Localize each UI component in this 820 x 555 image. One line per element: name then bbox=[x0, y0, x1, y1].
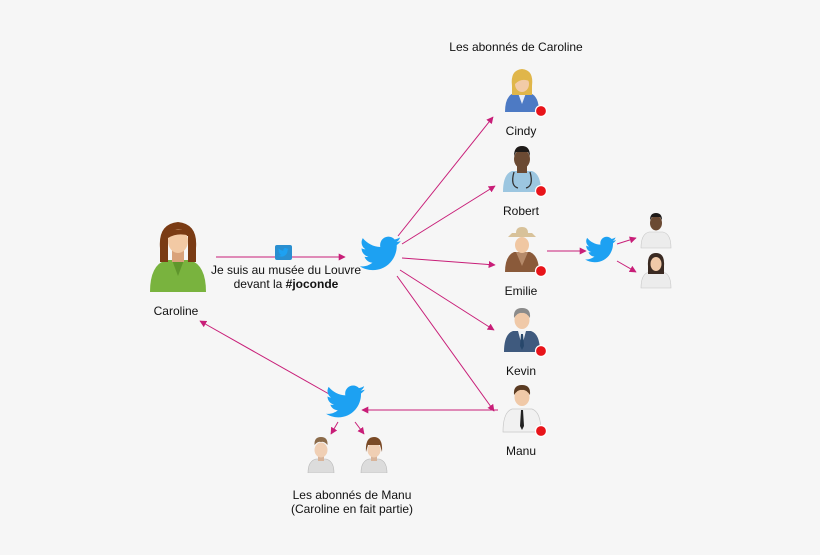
arrow-to-robert bbox=[401, 185, 496, 245]
emilie-status-dot-icon bbox=[534, 264, 548, 278]
arrow-to-emilie bbox=[401, 257, 496, 269]
robert-status-dot-icon bbox=[534, 184, 548, 198]
arrow-bird-to-caroline bbox=[199, 320, 330, 395]
caroline-followers-title: Les abonnés de Caroline bbox=[449, 40, 583, 54]
manu-follower-avatar-icon-2 bbox=[360, 437, 388, 473]
arrow-bird-to-manu-follower-right bbox=[354, 421, 365, 435]
twitter-bird-icon-manu bbox=[326, 385, 366, 418]
label-cindy: Cindy bbox=[505, 124, 537, 138]
twitter-badge-icon bbox=[275, 245, 292, 260]
arrow-bird-to-follower-top bbox=[616, 236, 637, 245]
emilie-follower-avatar-icon-1 bbox=[640, 213, 672, 249]
arrow-to-cindy bbox=[397, 116, 494, 237]
manu-status-dot-icon bbox=[534, 424, 548, 438]
cindy-avatar-icon bbox=[505, 69, 548, 118]
kevin-status-dot-icon bbox=[534, 344, 548, 358]
tweet-text-line2: devant la #joconde bbox=[200, 277, 372, 291]
tweet-text-line1: Je suis au musée du Louvre bbox=[210, 263, 362, 277]
label-robert: Robert bbox=[502, 204, 540, 218]
manu-followers-title: Les abonnés de Manu (Caroline en fait pa… bbox=[256, 488, 448, 516]
arrow-to-kevin bbox=[399, 269, 495, 331]
label-emilie: Emilie bbox=[504, 284, 538, 298]
label-caroline: Caroline bbox=[153, 304, 199, 318]
caroline-avatar-icon bbox=[150, 222, 206, 292]
label-kevin: Kevin bbox=[505, 364, 537, 378]
arrow-bird-to-manu-follower-left bbox=[330, 421, 339, 435]
label-manu: Manu bbox=[505, 444, 537, 458]
kevin-avatar-icon bbox=[504, 308, 548, 358]
arrow-bird-to-follower-bottom bbox=[616, 260, 637, 273]
manu-avatar-icon bbox=[502, 385, 548, 438]
manu-followers-title-line1: Les abonnés de Manu bbox=[292, 488, 412, 502]
manu-follower-avatar-icon-1 bbox=[307, 437, 335, 473]
manu-followers-title-line2: (Caroline en fait partie) bbox=[290, 502, 414, 516]
emilie-avatar-icon bbox=[505, 227, 548, 278]
tweet-text-prefix: devant la bbox=[233, 277, 286, 291]
robert-avatar-icon bbox=[503, 146, 548, 198]
cindy-status-dot-icon bbox=[534, 104, 548, 118]
tweet-text: Je suis au musée du Louvre devant la #jo… bbox=[200, 263, 372, 291]
twitter-bird-icon-emilie bbox=[585, 236, 617, 263]
emilie-follower-avatar-icon-2 bbox=[640, 253, 672, 289]
tweet-hashtag: #joconde bbox=[285, 277, 339, 291]
arrow-to-manu bbox=[396, 275, 495, 412]
